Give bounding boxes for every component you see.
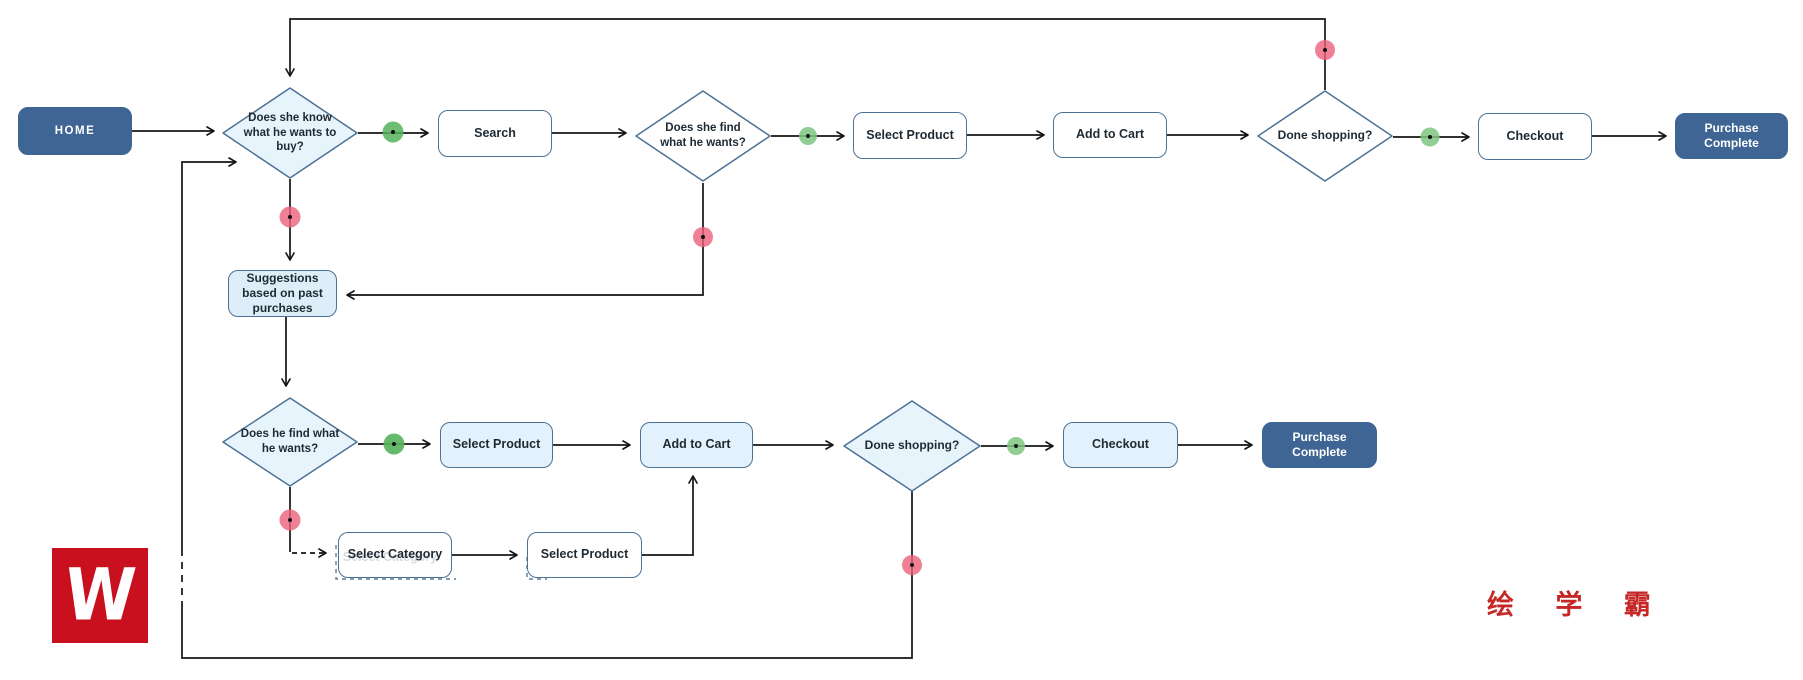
node-select-product-2: Select Product xyxy=(440,422,553,468)
node-add-to-cart-2: Add to Cart xyxy=(640,422,753,468)
node-select-category-label: Select Category xyxy=(347,547,443,562)
edge-done1-no-loop-to-know xyxy=(285,18,1326,90)
node-suggestions-label: Suggestions based on past purchases xyxy=(242,271,323,315)
diamond-shape xyxy=(843,400,981,492)
select-category-dashed-ghost-border xyxy=(335,545,456,580)
decision-does-she-find-label: Does she find what he wants? xyxy=(660,122,746,149)
no-indicator-dots xyxy=(279,40,1335,575)
node-select-category: Select Category xyxy=(338,532,452,578)
node-select-product-3-label: Select Product xyxy=(540,547,629,562)
node-purchase-complete-2: Purchase Complete xyxy=(1262,422,1377,468)
node-select-product-3: Select Product xyxy=(527,532,642,578)
node-add-to-cart-2-label: Add to Cart xyxy=(662,437,731,452)
node-home: HOME xyxy=(18,107,132,155)
edge-done2-no-loop-to-know xyxy=(181,157,237,552)
edge-findshe-no-to-suggestions xyxy=(346,183,704,300)
decision-does-he-find-label: Does he find what he wants? xyxy=(240,428,340,455)
diamond-shape xyxy=(222,87,358,179)
edge-selectproduct3-to-addtocart2 xyxy=(642,475,698,556)
diamond-shape xyxy=(222,397,358,487)
brand-watermark-text: 绘 学 霸 xyxy=(1487,590,1667,621)
node-checkout-1-label: Checkout xyxy=(1506,128,1564,143)
decision-does-she-know: Does she know what he wants to buy? xyxy=(222,87,358,179)
node-suggestions: Suggestions based on past purchases xyxy=(228,270,337,317)
node-home-label: HOME xyxy=(54,124,96,137)
node-search: Search xyxy=(438,110,552,157)
decision-done-shopping-2-label: Done shopping? xyxy=(864,438,960,453)
node-search-label: Search xyxy=(474,125,516,140)
node-purchase-complete-1: Purchase Complete xyxy=(1675,113,1788,159)
node-select-product-2-label: Select Product xyxy=(452,437,541,452)
select-product3-dashed-ghost-border xyxy=(526,557,547,580)
node-purchase-complete-2-label: Purchase Complete xyxy=(1292,430,1347,459)
node-select-product-1-label: Select Product xyxy=(866,127,954,142)
node-add-to-cart-1: Add to Cart xyxy=(1053,112,1167,158)
node-purchase-complete-1-label: Purchase Complete xyxy=(1704,121,1759,150)
decision-does-she-know-label: Does she know what he wants to buy? xyxy=(243,111,337,154)
node-checkout-2-label: Checkout xyxy=(1092,437,1149,452)
node-checkout-1: Checkout xyxy=(1478,113,1592,160)
diamond-shape xyxy=(1257,90,1393,182)
yes-indicator-dots xyxy=(382,121,1440,455)
decision-does-he-find: Does he find what he wants? xyxy=(222,397,358,487)
decision-does-she-find: Does she find what he wants? xyxy=(635,90,771,182)
node-checkout-2: Checkout xyxy=(1063,422,1178,468)
decision-done-shopping-2: Done shopping? xyxy=(843,400,981,492)
w-logo-letter: W xyxy=(61,554,139,637)
node-add-to-cart-1-label: Add to Cart xyxy=(1075,127,1145,142)
decision-done-shopping-1: Done shopping? xyxy=(1257,90,1393,182)
decision-done-shopping-1-label: Done shopping? xyxy=(1277,128,1373,143)
diamond-shape xyxy=(635,90,771,182)
node-select-product-1: Select Product xyxy=(853,112,967,159)
w-logo: W xyxy=(52,548,148,643)
